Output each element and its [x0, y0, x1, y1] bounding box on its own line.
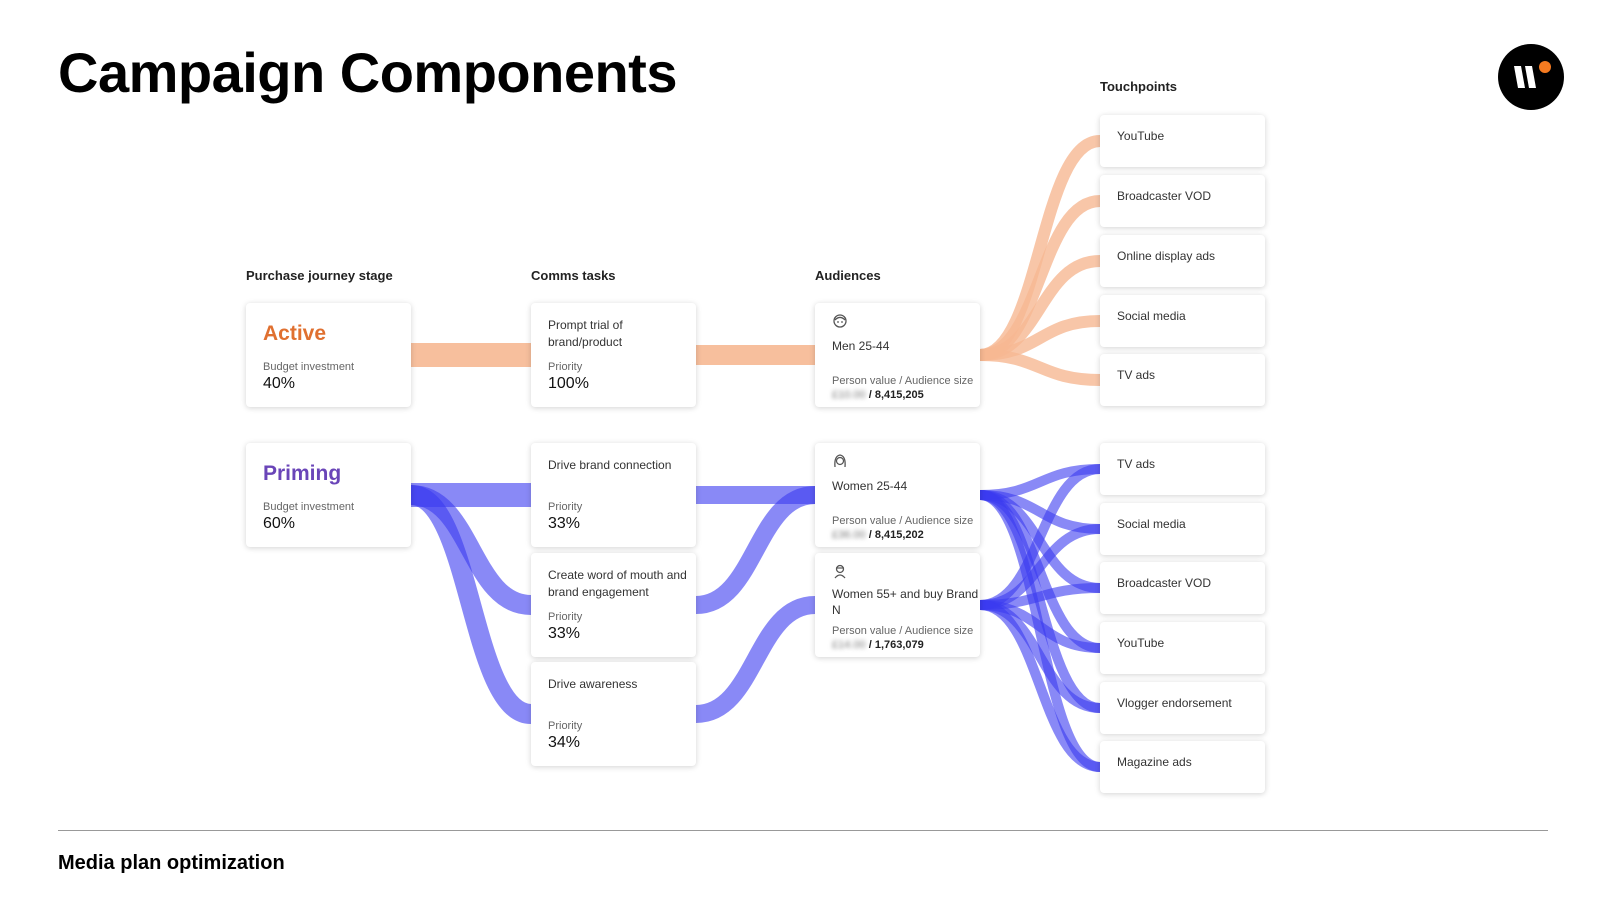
- priority-label: Priority: [548, 720, 583, 732]
- touchpoint-label: Broadcaster VOD: [1117, 189, 1212, 203]
- budget-value: 60%: [263, 515, 296, 532]
- person-value-blurred: £14.00: [832, 639, 866, 651]
- touchpoint-label: Magazine ads: [1117, 755, 1192, 769]
- flow-awareness-to-women-55: [695, 596, 816, 723]
- comms-task-label: Drive awareness: [548, 677, 638, 691]
- audience-value: £10.00 / 8,415,205: [832, 389, 924, 401]
- touchpoint-card-active[interactable]: Online display ads: [1100, 235, 1265, 287]
- audience-size: / 8,415,202: [865, 529, 924, 541]
- comms-task-card[interactable]: Create word of mouth and brand engagemen…: [531, 553, 696, 657]
- audience-name: Women 25-44: [832, 479, 908, 493]
- priority-value: 33%: [548, 625, 581, 642]
- comms-task-label: Prompt trial of brand/product: [548, 318, 623, 349]
- stage-name: Priming: [263, 462, 342, 485]
- budget-value: 40%: [263, 375, 296, 392]
- budget-label: Budget investment: [263, 361, 355, 373]
- page-title: Campaign Components: [58, 41, 677, 104]
- older-woman-icon: [834, 564, 846, 579]
- touchpoint-label: YouTube: [1117, 129, 1165, 143]
- touchpoint-card-priming[interactable]: Vlogger endorsement: [1100, 682, 1265, 734]
- audience-size: / 8,415,205: [865, 389, 924, 401]
- touchpoint-card-priming[interactable]: Magazine ads: [1100, 741, 1265, 793]
- audience-value: £14.00 / 1,763,079: [832, 639, 924, 651]
- person-value-blurred: £10.00: [832, 389, 866, 401]
- touchpoint-label: Vlogger endorsement: [1117, 696, 1232, 710]
- touchpoint-card-active[interactable]: YouTube: [1100, 115, 1265, 167]
- footer-divider: [58, 830, 1548, 831]
- audience-name: Men 25-44: [832, 339, 890, 353]
- stage-name: Active: [263, 322, 327, 345]
- touchpoint-label: TV ads: [1117, 368, 1156, 382]
- priority-label: Priority: [548, 361, 583, 373]
- person-value-label: Person value / Audience size: [832, 515, 974, 527]
- man-face-icon: [833, 314, 847, 328]
- column-header-touchpoints: Touchpoints: [1100, 79, 1178, 94]
- touchpoint-card-priming[interactable]: TV ads: [1100, 443, 1265, 495]
- person-value-label: Person value / Audience size: [832, 625, 974, 637]
- touchpoint-label: Social media: [1117, 309, 1186, 323]
- touchpoint-label: TV ads: [1117, 457, 1156, 471]
- audience-card[interactable]: Women 55+ and buy Brand N Person value / …: [815, 553, 980, 657]
- column-header-stage: Purchase journey stage: [246, 268, 393, 283]
- touchpoint-card-priming[interactable]: Social media: [1100, 503, 1265, 555]
- woman-face-icon: [834, 454, 846, 468]
- flow-women-55-to-touchpoint: [979, 600, 1101, 772]
- touchpoint-label: Social media: [1117, 517, 1186, 531]
- audience-size: / 1,763,079: [865, 639, 924, 651]
- comms-task-label: Create word of mouth and brand engagemen…: [548, 568, 687, 599]
- footer-caption: Media plan optimization: [58, 852, 285, 874]
- touchpoint-label: YouTube: [1117, 636, 1165, 650]
- touchpoint-card-priming[interactable]: YouTube: [1100, 622, 1265, 674]
- priority-value: 33%: [548, 515, 581, 532]
- person-value-label: Person value / Audience size: [832, 375, 974, 387]
- audience-name: Women 55+ and buy Brand N: [832, 587, 979, 617]
- priority-label: Priority: [548, 611, 583, 623]
- comms-task-label: Drive brand connection: [548, 458, 672, 472]
- column-header-audiences: Audiences: [815, 268, 881, 283]
- flow-word-of-mouth-to-women: [695, 486, 816, 614]
- priority-label: Priority: [548, 501, 583, 513]
- touchpoint-card-active[interactable]: TV ads: [1100, 354, 1265, 406]
- audience-value: £36.00 / 8,415,202: [832, 529, 924, 541]
- budget-label: Budget investment: [263, 501, 355, 513]
- touchpoint-label: Online display ads: [1117, 249, 1216, 263]
- priority-value: 100%: [548, 375, 589, 392]
- person-value-blurred: £36.00: [832, 529, 866, 541]
- touchpoint-label: Broadcaster VOD: [1117, 576, 1212, 590]
- column-header-comms: Comms tasks: [531, 268, 616, 283]
- touchpoint-card-active[interactable]: Broadcaster VOD: [1100, 175, 1265, 227]
- touchpoint-card-priming[interactable]: Broadcaster VOD: [1100, 562, 1265, 614]
- flow-priming-to-awareness: [409, 485, 533, 724]
- flow-men-to-touchpoint: [979, 349, 1101, 386]
- touchpoint-card-active[interactable]: Social media: [1100, 295, 1265, 347]
- brand-logo-icon: [1498, 44, 1564, 110]
- priority-value: 34%: [548, 734, 581, 751]
